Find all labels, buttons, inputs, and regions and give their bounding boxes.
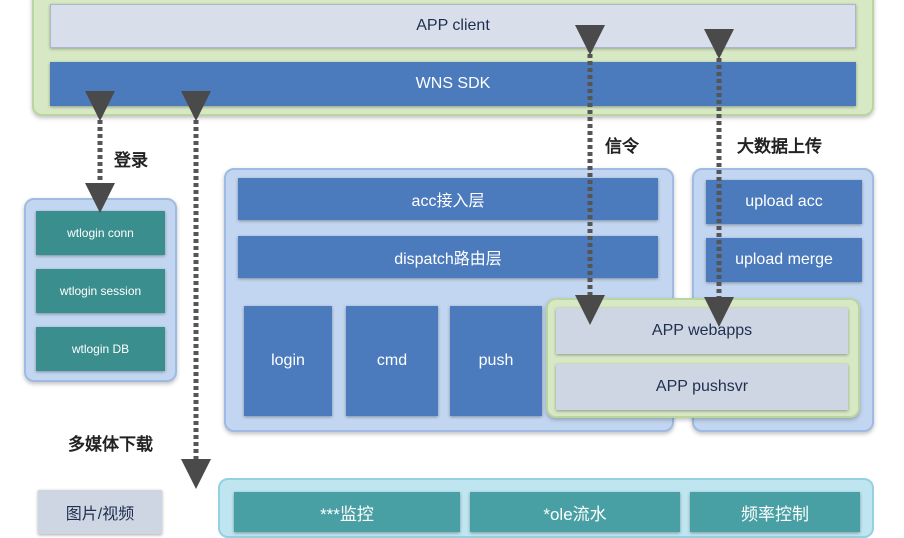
signaling-label: 信令 — [605, 137, 639, 157]
connector-arrows — [85, 25, 734, 489]
module-login-box[interactable]: login — [244, 306, 332, 416]
app-pushsvr-box[interactable]: APP pushsvr — [556, 364, 848, 410]
wtlogin-session-box[interactable]: wtlogin session — [36, 269, 165, 313]
wtlogin-db-box[interactable]: wtlogin DB — [36, 327, 165, 371]
module-push-box[interactable]: push — [450, 306, 542, 416]
big-data-upload-label: 大数据上传 — [737, 137, 822, 157]
wtlogin-conn-box[interactable]: wtlogin conn — [36, 211, 165, 255]
module-cmd-box[interactable]: cmd — [346, 306, 438, 416]
login-label: 登录 — [114, 151, 148, 171]
multimedia-download-label: 多媒体下载 — [68, 435, 153, 455]
